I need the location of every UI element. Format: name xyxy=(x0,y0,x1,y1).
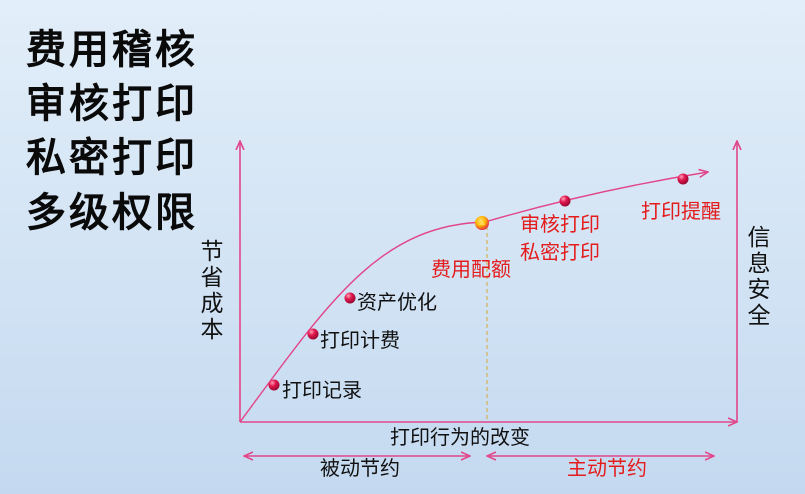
marker-print-billing xyxy=(307,328,319,340)
passive-phase-label: 被动节约 xyxy=(320,456,400,480)
label-asset-optimization: 资产优化 xyxy=(357,290,437,314)
marker-print-reminder xyxy=(677,173,689,185)
x-axis-label: 打印行为的改变 xyxy=(390,425,530,449)
marker-print-record xyxy=(268,379,280,391)
heading-audit-print: 审核打印 xyxy=(26,81,198,127)
label-print-reminder: 打印提醒 xyxy=(641,199,721,223)
marker-audit-private-print xyxy=(559,195,571,207)
heading-multi-level-permission: 多级权限 xyxy=(26,190,198,236)
label-cost-quota: 费用配额 xyxy=(431,257,511,281)
label-audit-print: 审核打印 xyxy=(520,212,600,236)
active-phase-label: 主动节约 xyxy=(567,456,647,480)
heading-cost-audit: 费用稽核 xyxy=(26,27,198,73)
right-axis-label: 信息安全 xyxy=(747,225,771,329)
heading-private-print: 私密打印 xyxy=(26,135,198,181)
left-axis-label: 节省成本 xyxy=(200,239,224,343)
label-private-print: 私密打印 xyxy=(520,240,600,264)
label-print-record: 打印记录 xyxy=(282,378,362,402)
marker-asset-optimization xyxy=(344,292,356,304)
highlight-spark-icon xyxy=(479,219,485,225)
label-print-billing: 打印计费 xyxy=(320,328,400,352)
